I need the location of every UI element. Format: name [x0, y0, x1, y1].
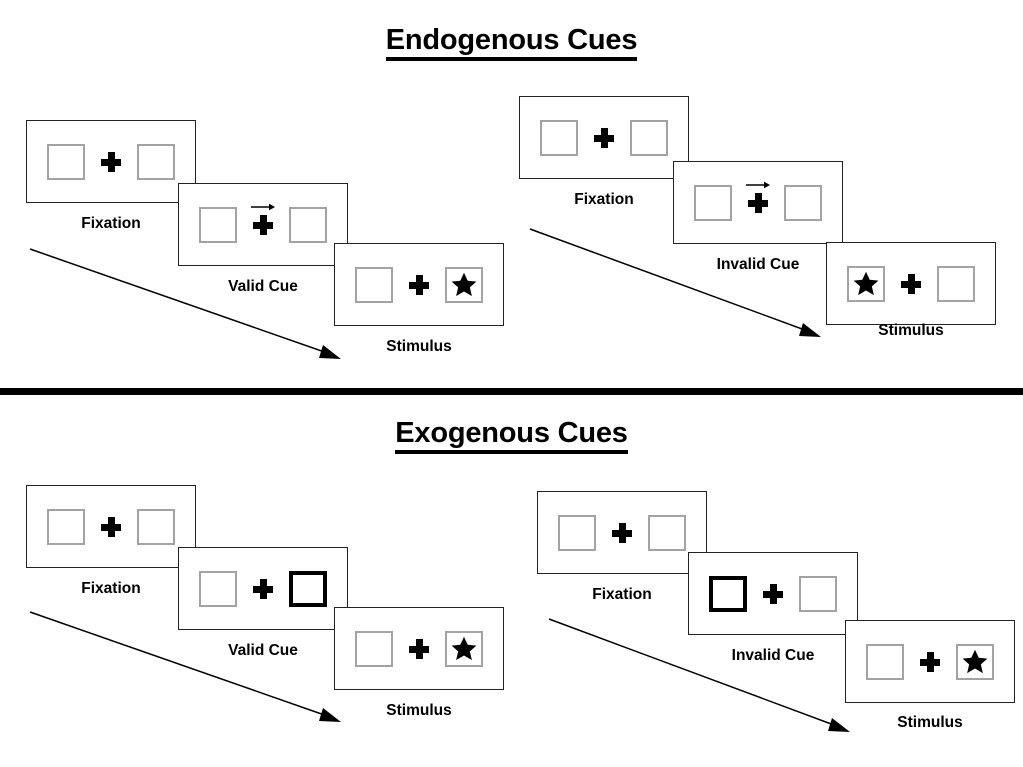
trial-frame-exogenous-invalid-stimulus: [845, 620, 1015, 703]
placeholder-box-left: [694, 184, 732, 221]
placeholder-box-left-highlighted: [709, 575, 747, 612]
caption-endogenous-valid-cue: Valid Cue: [228, 278, 298, 295]
fixation-cross-icon: [763, 583, 783, 604]
placeholder-box-left-with-star: [847, 265, 885, 302]
trial-frame-endogenous-invalid-stimulus: [826, 242, 996, 325]
placeholder-box-left: [199, 570, 237, 607]
trial-frame-endogenous-valid-cue: [178, 183, 348, 266]
time-flow-arrow-icon: [548, 618, 850, 732]
section-title-exogenous-text: Exogenous Cues: [395, 417, 628, 454]
caption-endogenous-valid-fixation: Fixation: [81, 215, 141, 232]
placeholder-box-left: [47, 508, 85, 545]
placeholder-box-right-highlighted: [289, 570, 327, 607]
trial-frame-exogenous-valid-cue: [178, 547, 348, 630]
trial-frame-exogenous-invalid-cue: [688, 552, 858, 635]
placeholder-box-left: [355, 266, 393, 303]
placeholder-box-left: [199, 206, 237, 243]
placeholder-box-right: [137, 508, 175, 545]
fixation-cross-icon: [920, 651, 940, 672]
trial-frame-endogenous-valid-stimulus: [334, 243, 504, 326]
placeholder-box-right: [937, 265, 975, 302]
trial-frame-exogenous-valid-fixation: [26, 485, 196, 568]
caption-exogenous-invalid-stimulus: Stimulus: [897, 714, 963, 731]
caption-endogenous-valid-stimulus: Stimulus: [386, 338, 452, 355]
caption-exogenous-invalid-fixation: Fixation: [592, 586, 652, 603]
fixation-cross-icon: [901, 273, 921, 294]
time-flow-arrow-icon: [529, 228, 821, 337]
star-icon: [451, 636, 477, 661]
placeholder-box-right: [648, 514, 686, 551]
fixation-cross-icon: [409, 274, 429, 295]
placeholder-box-right-with-star: [445, 266, 483, 303]
placeholder-box-right-with-star: [445, 630, 483, 667]
caption-endogenous-invalid-stimulus: Stimulus: [878, 322, 944, 339]
time-flow-arrow-icon: [29, 248, 341, 359]
caption-exogenous-invalid-cue: Invalid Cue: [731, 647, 815, 664]
caption-exogenous-valid-fixation: Fixation: [81, 580, 141, 597]
caption-exogenous-valid-cue: Valid Cue: [228, 642, 298, 659]
star-icon: [962, 649, 988, 674]
fixation-cross-icon: [253, 578, 273, 599]
placeholder-box-left: [866, 643, 904, 680]
trial-frame-endogenous-invalid-fixation: [519, 96, 689, 179]
arrow-right-icon: [746, 181, 770, 188]
placeholder-box-right: [630, 119, 668, 156]
trial-frame-exogenous-valid-stimulus: [334, 607, 504, 690]
placeholder-box-left: [47, 143, 85, 180]
fixation-cross-icon: [101, 516, 121, 537]
placeholder-box-right: [799, 575, 837, 612]
trial-frame-endogenous-invalid-cue: [673, 161, 843, 244]
placeholder-box-right: [289, 206, 327, 243]
section-divider: [0, 388, 1023, 395]
fixation-cross-icon: [101, 151, 121, 172]
caption-exogenous-valid-stimulus: Stimulus: [386, 702, 452, 719]
placeholder-box-right-with-star: [956, 643, 994, 680]
fixation-cross-icon: [612, 522, 632, 543]
placeholder-box-left: [540, 119, 578, 156]
placeholder-box-right: [137, 143, 175, 180]
caption-endogenous-invalid-cue: Invalid Cue: [716, 256, 800, 273]
star-icon: [853, 271, 879, 296]
fixation-cross-icon: [409, 638, 429, 659]
section-title-exogenous: Exogenous Cues: [0, 417, 1023, 454]
fixation-cross-icon: [594, 127, 614, 148]
placeholder-box-left: [558, 514, 596, 551]
section-title-endogenous: Endogenous Cues: [0, 24, 1023, 61]
arrow-right-icon: [251, 203, 275, 210]
star-icon: [451, 272, 477, 297]
placeholder-box-right: [784, 184, 822, 221]
trial-frame-exogenous-invalid-fixation: [537, 491, 707, 574]
fixation-cross-icon: [251, 203, 275, 235]
trial-frame-endogenous-valid-fixation: [26, 120, 196, 203]
time-flow-arrow-icon: [29, 611, 341, 722]
section-title-endogenous-text: Endogenous Cues: [385, 24, 637, 61]
fixation-cross-icon: [746, 181, 770, 213]
caption-endogenous-invalid-fixation: Fixation: [574, 191, 634, 208]
placeholder-box-left: [355, 630, 393, 667]
